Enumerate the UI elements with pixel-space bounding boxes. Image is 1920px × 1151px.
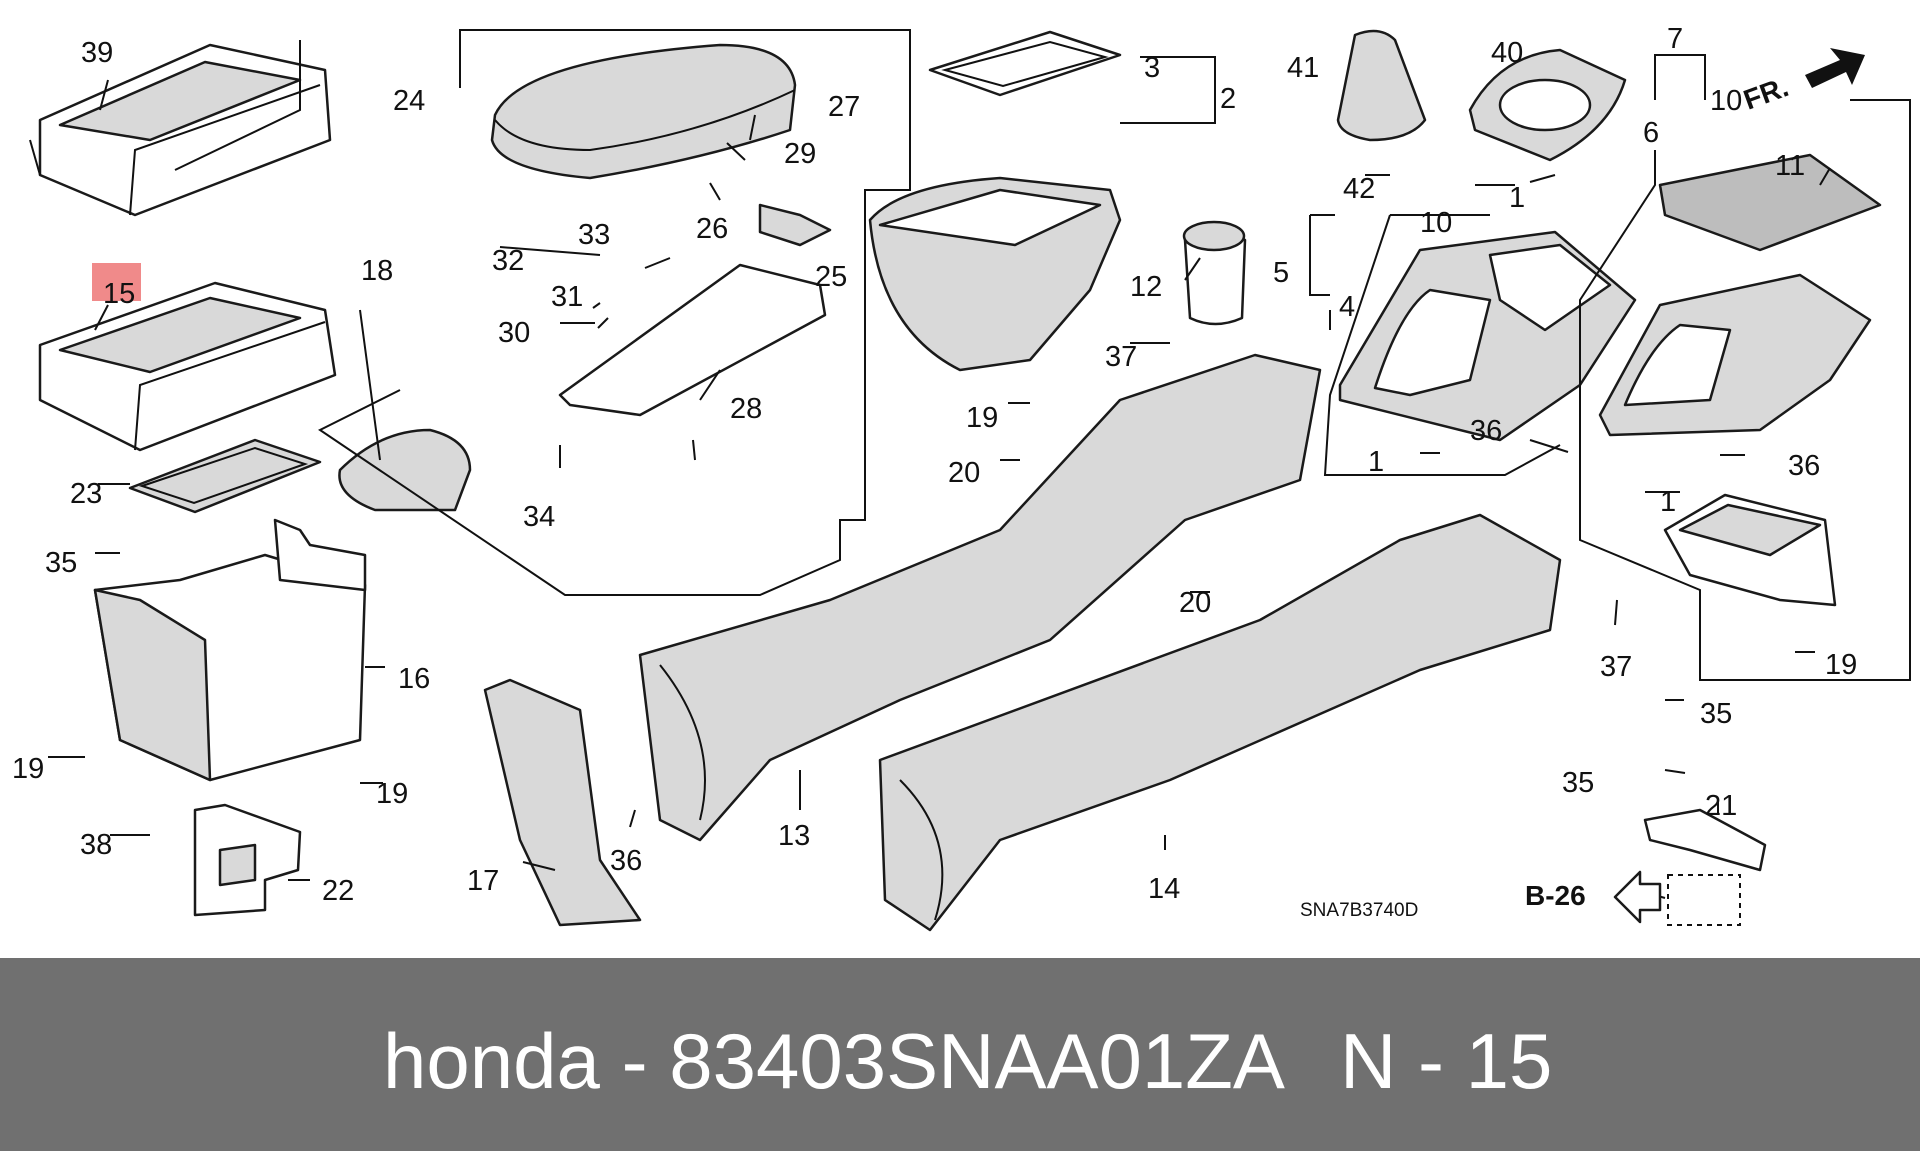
- part-pad-34-drawing: [338, 428, 472, 512]
- part-label-19: 19: [966, 402, 998, 434]
- part-label-16: 16: [398, 663, 430, 695]
- part-label-19: 19: [12, 753, 44, 785]
- part-label-12: 12: [1130, 271, 1162, 303]
- part-label-10: 10: [1710, 85, 1742, 117]
- part-label-30: 30: [498, 317, 530, 349]
- part-bracket-21-drawing: [1643, 808, 1767, 872]
- reference-arrow-b26: B-26: [1525, 870, 1662, 924]
- part-label-38: 38: [80, 829, 112, 861]
- footer-part-number: honda - 83403SNAA01ZA: [383, 1017, 1285, 1105]
- part-label-7: 7: [1667, 23, 1683, 55]
- part-tray-39-drawing: [29, 40, 332, 217]
- part-tray-15-drawing: [38, 281, 337, 452]
- part-console-panel-13-drawing: [638, 353, 1322, 842]
- part-bin-2-drawing: [868, 176, 1122, 372]
- part-cover-11-drawing: [1658, 153, 1882, 252]
- group-bracket-24: [318, 29, 911, 596]
- part-mat-23-drawing: [128, 438, 322, 514]
- part-panel-4-drawing: [1338, 230, 1637, 442]
- part-label-21: 21: [1705, 790, 1737, 822]
- part-label-4: 4: [1339, 291, 1355, 323]
- footer-bar: [0, 958, 1920, 1151]
- part-label-1: 1: [1368, 446, 1384, 478]
- part-label-35: 35: [1700, 698, 1732, 730]
- part-label-32: 32: [492, 245, 524, 277]
- front-direction-indicator: FR.: [1739, 48, 1865, 116]
- part-label-13: 13: [778, 820, 810, 852]
- part-label-10: 10: [1420, 207, 1452, 239]
- group-box-b26: [1667, 874, 1741, 926]
- part-hinge-31-drawing: [558, 203, 832, 417]
- part-label-26: 26: [696, 213, 728, 245]
- part-label-42: 42: [1343, 173, 1375, 205]
- part-bezel-40-drawing: [1468, 48, 1627, 162]
- part-label-2: 2: [1220, 83, 1236, 115]
- part-label-25: 25: [815, 261, 847, 293]
- part-label-5: 5: [1273, 257, 1289, 289]
- part-label-27: 27: [828, 91, 860, 123]
- part-cupholder-12-drawing: [1182, 220, 1247, 326]
- part-pocket-drawing: [1663, 493, 1837, 607]
- part-label-20: 20: [948, 457, 980, 489]
- reference-arrow-label: B-26: [1525, 880, 1586, 911]
- part-label-17: 17: [467, 865, 499, 897]
- part-label-28: 28: [730, 393, 762, 425]
- part-gasket-3-drawing: [928, 30, 1122, 97]
- diagram-code: SNA7B3740D: [1300, 900, 1418, 921]
- part-label-37: 37: [1105, 341, 1137, 373]
- part-panel-6-drawing: [1598, 273, 1872, 437]
- highlighted-part-box: [92, 263, 141, 301]
- part-label-36: 36: [1470, 415, 1502, 447]
- part-label-36: 36: [610, 845, 642, 877]
- part-label-29: 29: [784, 138, 816, 170]
- part-trim-17-drawing: [483, 678, 642, 927]
- part-label-37: 37: [1600, 651, 1632, 683]
- part-box-16-drawing: [93, 518, 367, 782]
- front-arrow-icon: [1805, 48, 1865, 88]
- part-label-40: 40: [1491, 37, 1523, 69]
- footer-reference: N - 15: [1340, 1017, 1553, 1105]
- part-label-3: 3: [1144, 52, 1160, 84]
- part-label-6: 6: [1643, 117, 1659, 149]
- part-label-23: 23: [70, 478, 102, 510]
- group-bracket-2: [1120, 56, 1216, 124]
- part-label-33: 33: [578, 219, 610, 251]
- part-boot-41-drawing: [1336, 29, 1427, 142]
- part-label-24: 24: [393, 85, 425, 117]
- part-label-20: 20: [1179, 587, 1211, 619]
- part-label-19: 19: [1825, 649, 1857, 681]
- part-label-19: 19: [376, 778, 408, 810]
- group-bracket-6-7: [1579, 54, 1911, 681]
- part-label-18: 18: [361, 255, 393, 287]
- part-label-35: 35: [1562, 767, 1594, 799]
- part-label-14: 14: [1148, 873, 1180, 905]
- left-arrow-icon: [1613, 870, 1662, 924]
- part-label-31: 31: [551, 281, 583, 313]
- leader-lines: [48, 79, 1831, 899]
- front-indicator-label: FR.: [1739, 71, 1792, 116]
- part-label-11: 11: [1775, 150, 1805, 182]
- group-bracket-5: [1309, 214, 1335, 296]
- group-bracket-4: [1323, 214, 1561, 476]
- part-armrest-24-drawing: [490, 43, 797, 180]
- part-label-34: 34: [523, 501, 555, 533]
- part-console-panel-14-drawing: [878, 513, 1562, 932]
- part-label-36: 36: [1788, 450, 1820, 482]
- part-label-41: 41: [1287, 52, 1319, 84]
- part-label-35: 35: [45, 547, 77, 579]
- part-label-1: 1: [1660, 486, 1676, 518]
- part-label-15: 15: [103, 278, 135, 310]
- part-label-39: 39: [81, 37, 113, 69]
- part-label-1: 1: [1509, 182, 1525, 214]
- part-label-22: 22: [322, 875, 354, 907]
- part-bracket-22-drawing: [193, 803, 302, 917]
